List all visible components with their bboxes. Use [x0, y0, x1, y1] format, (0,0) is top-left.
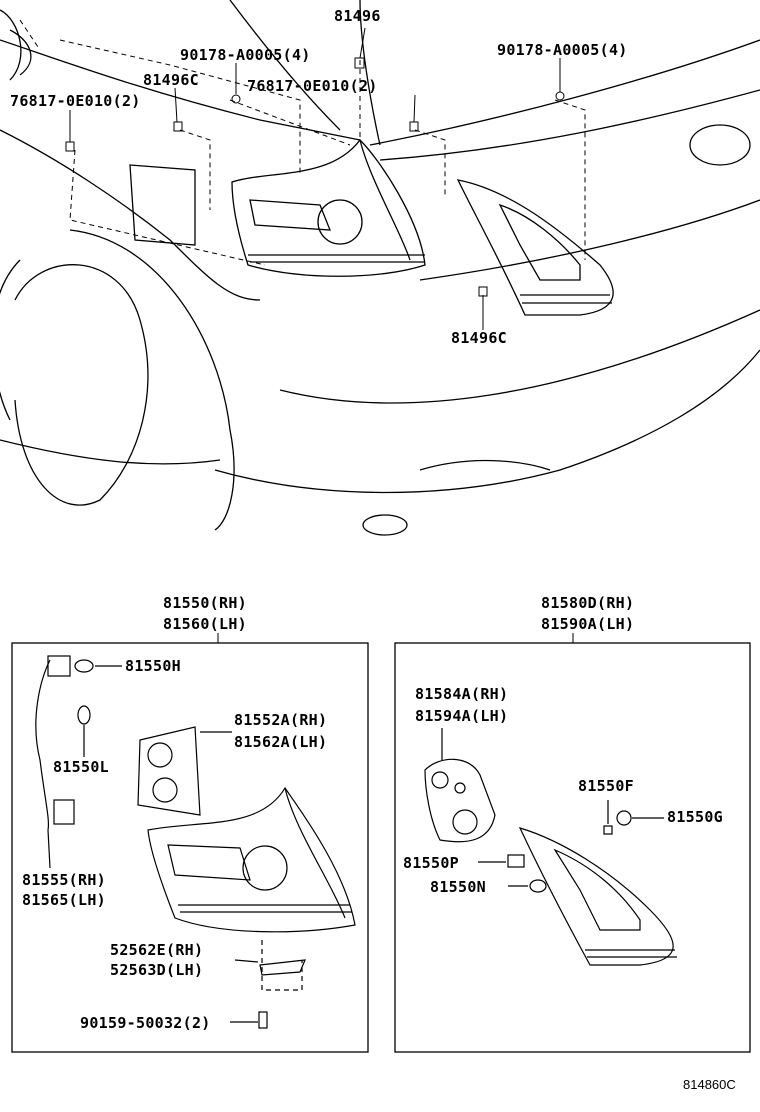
right-box-parts: [424, 728, 677, 966]
car-body-sketch: [0, 0, 760, 536]
part-label-81550g: 81550G: [667, 808, 723, 826]
label-leaders: [69, 27, 574, 643]
left-assembly-box: [11, 642, 369, 1053]
part-label-wire-lh: 81565(LH): [22, 891, 106, 909]
part-label-screw-right: 90178-A0005(4): [497, 41, 628, 59]
tail-lamp-outer-top: [231, 139, 426, 277]
left-box-title-lh: 81560(LH): [163, 615, 247, 633]
part-label-81550p: 81550P: [403, 854, 459, 872]
part-label-retainer-left: 81496C: [143, 71, 199, 89]
part-label-nut-left: 76817-0E010(2): [10, 92, 141, 110]
part-label-81550n: 81550N: [430, 878, 486, 896]
part-label-bracket-lh: 52563D(LH): [110, 961, 204, 979]
part-label-screw: 90159-50032(2): [80, 1014, 211, 1032]
part-label-bulb-h: 81550H: [125, 657, 181, 675]
left-box-parts: [35, 655, 356, 1029]
part-label-gasket-rh-right: 81584A(RH): [415, 685, 509, 703]
part-label-bulb-l: 81550L: [53, 758, 109, 776]
tail-lamp-inner-top: [456, 179, 614, 316]
part-label-gasket-lh: 81562A(LH): [234, 733, 328, 751]
part-label-bracket-rh: 52562E(RH): [110, 941, 204, 959]
part-label-screw-left: 90178-A0005(4): [180, 46, 311, 64]
part-label-gasket-lh-right: 81594A(LH): [415, 707, 509, 725]
part-label-retainer-bottom: 81496C: [451, 329, 507, 347]
part-label-81496: 81496: [334, 7, 381, 25]
right-box-title-rh: 81580D(RH): [541, 594, 635, 612]
leader-lines-top: [19, 19, 586, 330]
right-box-title-lh: 81590A(LH): [541, 615, 635, 633]
part-label-nut-center: 76817-0E010(2): [247, 77, 378, 95]
left-box-title-rh: 81550(RH): [163, 594, 247, 612]
part-label-gasket-rh: 81552A(RH): [234, 711, 328, 729]
part-label-81550f: 81550F: [578, 777, 634, 795]
diagram-code: 814860C: [683, 1077, 736, 1092]
right-assembly-box: [394, 642, 751, 1053]
part-label-wire-rh: 81555(RH): [22, 871, 106, 889]
